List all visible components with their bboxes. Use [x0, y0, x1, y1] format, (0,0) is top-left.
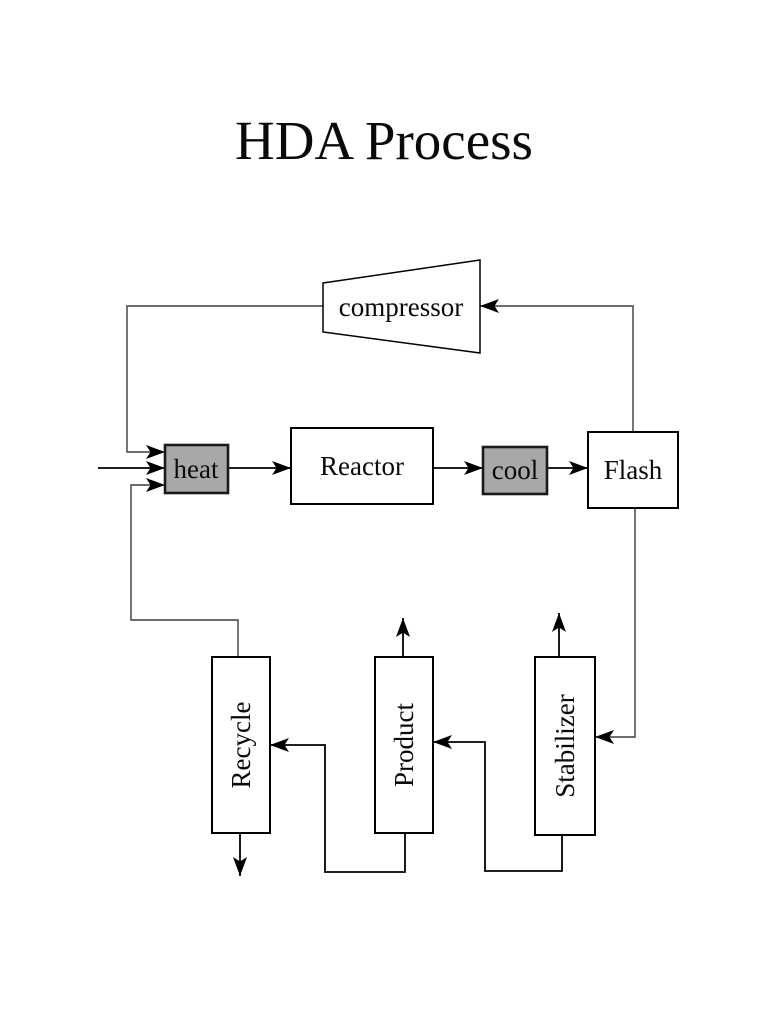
cool-block: [481, 445, 549, 496]
stabilizer-column: [534, 656, 596, 836]
stabilizer-to-product-stream: [433, 735, 563, 872]
compressor-to-heat-stream: [126, 305, 323, 459]
compressor-label: compressor: [339, 292, 463, 322]
flash-label: Flash: [604, 455, 663, 485]
recycle-label: Recycle: [226, 702, 256, 789]
heat-block: [163, 443, 230, 495]
product-column: [374, 656, 434, 834]
compressor-shape: [322, 259, 481, 354]
reactor-label: Reactor: [320, 451, 404, 481]
recycle-to-heat-stream: [130, 478, 239, 657]
flash-to-compressor-stream: [480, 299, 634, 432]
recycle-column: [211, 656, 271, 834]
product-label: Product: [389, 703, 419, 787]
stabilizer-label: Stabilizer: [550, 694, 580, 797]
product-to-recycle-stream: [270, 738, 406, 873]
page-title: HDA Process: [235, 110, 533, 171]
cool-label: cool: [492, 455, 539, 485]
flash-block: [587, 431, 679, 509]
flash-to-stabilizer-stream: [595, 508, 636, 744]
reactor-block: [290, 427, 434, 505]
heat-label: heat: [174, 454, 219, 484]
